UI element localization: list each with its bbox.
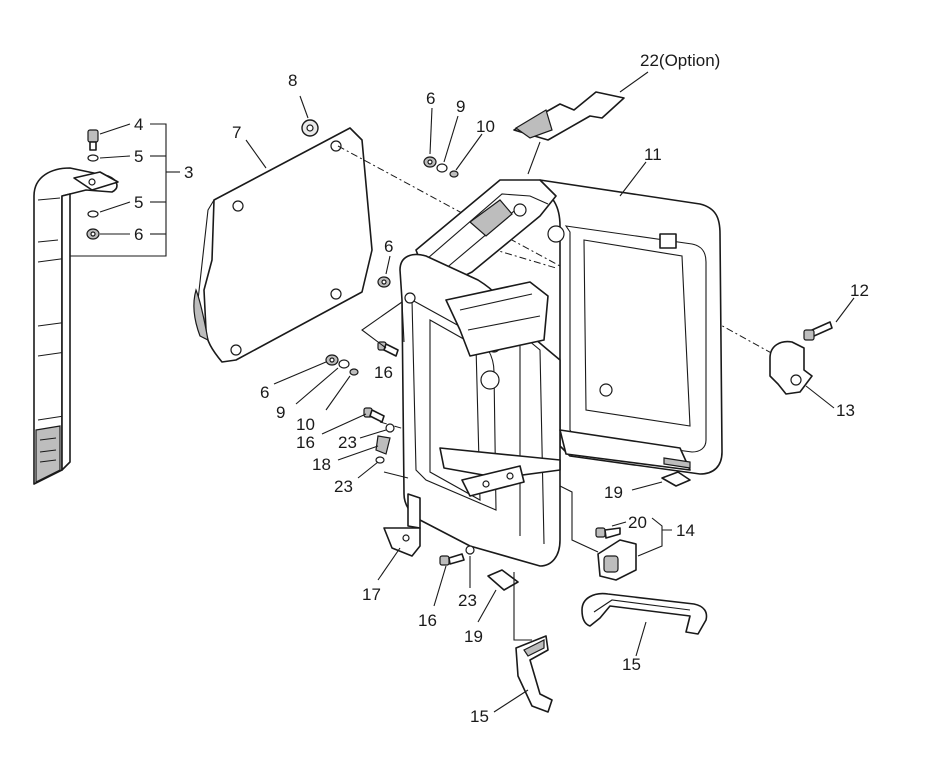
callout-8: 8	[288, 71, 297, 90]
callout-16a: 16	[374, 363, 393, 382]
callout-20: 20	[628, 513, 647, 532]
callout-18: 18	[312, 455, 331, 474]
callout-22: 22(Option)	[640, 51, 720, 70]
washer-9a-part	[436, 163, 448, 173]
callout-23b: 23	[334, 477, 353, 496]
callout-6c: 6	[384, 237, 393, 256]
callout-16c: 16	[418, 611, 437, 630]
callout-19a: 19	[464, 627, 483, 646]
mount-14-part	[597, 539, 637, 581]
nut-6c-part	[377, 276, 391, 288]
callout-23c: 23	[458, 591, 477, 610]
bolt-4-part	[87, 129, 99, 151]
washer-10a-part	[449, 170, 459, 178]
option-plate-22-part	[513, 91, 625, 141]
callout-16b: 16	[296, 433, 315, 452]
screw-20-part	[595, 527, 621, 539]
callout-10a: 10	[476, 117, 495, 136]
strap-bracket-part	[33, 167, 119, 485]
bolt-16c-part	[439, 553, 465, 566]
callout-9b: 9	[276, 403, 285, 422]
callout-6b: 6	[426, 89, 435, 108]
side-cover-plate-part	[193, 127, 373, 363]
bolt-18-part	[375, 435, 391, 455]
callout-14: 14	[676, 521, 695, 540]
callout-11: 11	[644, 145, 662, 164]
washer-5a-part	[87, 154, 99, 162]
grommet-8-part	[301, 119, 319, 137]
callout-10b: 10	[296, 415, 315, 434]
callout-7: 7	[232, 123, 241, 142]
screw-12-part	[803, 321, 833, 341]
main-frame-part	[399, 179, 723, 567]
callout-13: 13	[836, 401, 855, 420]
callout-5b: 5	[134, 193, 143, 212]
pad-19a-part	[487, 569, 519, 591]
callout-5a: 5	[134, 147, 143, 166]
washer-23a-part	[385, 423, 395, 433]
callout-6d: 6	[260, 383, 269, 402]
nut-6d-part	[325, 354, 339, 366]
callout-23a: 23	[338, 433, 357, 452]
callout-12: 12	[850, 281, 869, 300]
foot-handle-15b-part	[581, 592, 708, 635]
washer-9b-part	[338, 359, 350, 369]
washer-23b-part	[375, 456, 385, 464]
bracket-17-part	[383, 493, 421, 557]
clamp-13-part	[769, 340, 813, 395]
washer-23c-part	[465, 545, 475, 555]
bolt-16b-part	[363, 407, 385, 423]
foot-bracket-15a-part	[515, 635, 553, 713]
callout-17: 17	[362, 585, 381, 604]
pad-19b-part	[661, 471, 691, 487]
washer-5b-part	[87, 210, 99, 218]
callout-4: 4	[134, 115, 143, 134]
callout-15a: 15	[470, 707, 489, 726]
washer-10b-part	[349, 368, 359, 376]
nut-6a-part	[86, 228, 100, 240]
nut-6b-part	[423, 156, 437, 168]
callout-6a: 6	[134, 225, 143, 244]
callout-15b: 15	[622, 655, 641, 674]
callout-9a: 9	[456, 97, 465, 116]
callout-19b: 19	[604, 483, 623, 502]
callout-3: 3	[184, 163, 193, 182]
